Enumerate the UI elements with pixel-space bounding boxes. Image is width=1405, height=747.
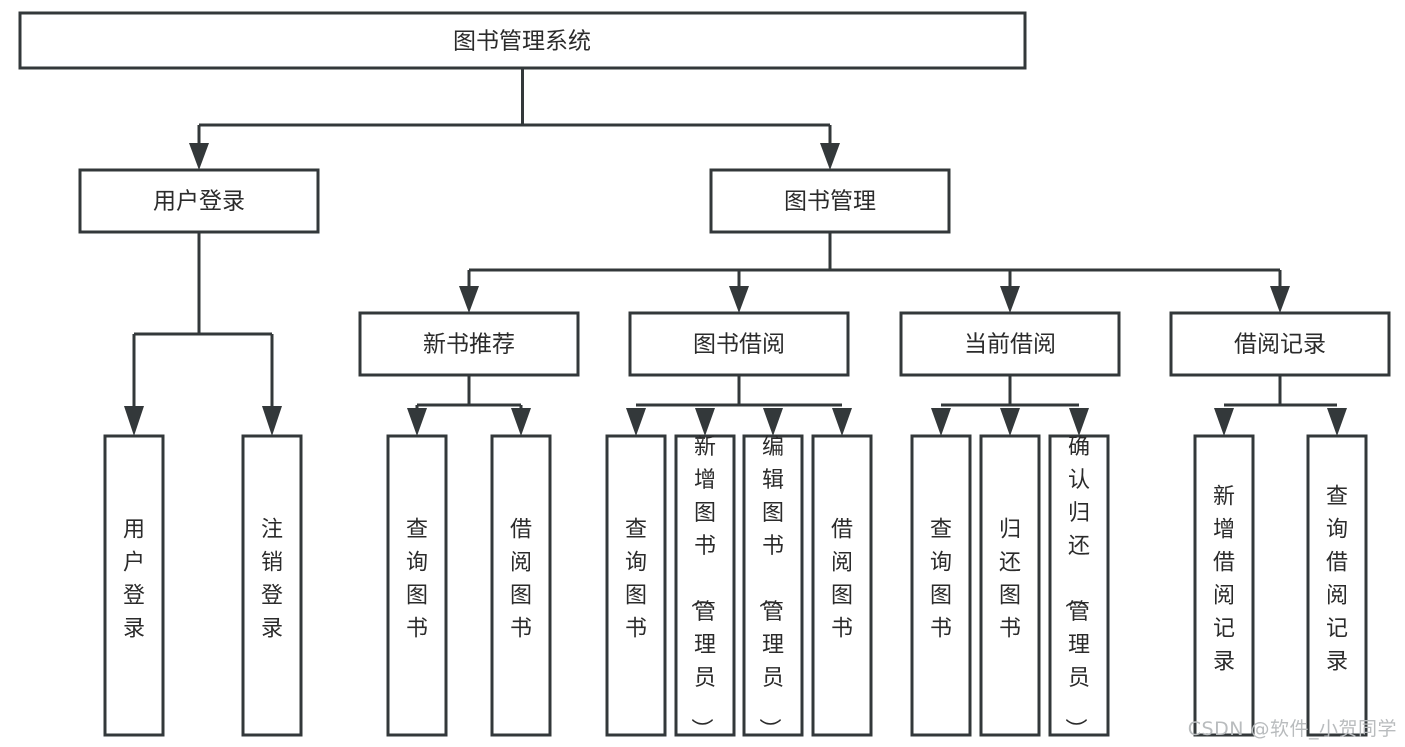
arrow-head-new-book-recommend xyxy=(459,286,479,313)
connector-group-root xyxy=(189,68,840,170)
arrow-head-leaf-query-book-1 xyxy=(407,408,427,436)
node-leaf-confirm-return-label: 确认归还（管理员） xyxy=(1062,435,1090,740)
node-leaf-add-record-label: 新增借阅记录 xyxy=(1213,485,1235,675)
node-leaf-return-book[interactable]: 归还图书 xyxy=(979,434,1041,737)
connector-group-borrow-record xyxy=(1214,375,1347,436)
node-root-box[interactable] xyxy=(18,11,1027,70)
arrow-head-book-borrow xyxy=(729,286,749,313)
arrow-head-leaf-user-login xyxy=(124,406,144,436)
connector-group-new-book-recommend xyxy=(407,375,531,436)
node-current-borrow-label: 当前借阅 xyxy=(964,332,1056,358)
node-leaf-edit-book[interactable]: 编辑图书（管理员） xyxy=(742,434,804,740)
node-leaf-borrow-book-2-label: 借阅图书 xyxy=(831,518,853,642)
node-leaf-add-record[interactable]: 新增借阅记录 xyxy=(1193,434,1255,737)
node-leaf-borrow-book-1-label: 借阅图书 xyxy=(510,518,532,642)
node-leaf-add-book-label: 新增图书（管理员） xyxy=(688,435,716,740)
node-leaf-query-book-3-label: 查询图书 xyxy=(930,518,952,642)
node-leaf-user-login-label: 用户登录 xyxy=(123,518,145,642)
node-new-book-recommend-box[interactable] xyxy=(358,311,580,377)
arrow-head-leaf-query-record xyxy=(1327,408,1347,436)
node-borrow-record[interactable]: 借阅记录 xyxy=(1169,311,1391,377)
node-leaf-borrow-book-2[interactable]: 借阅图书 xyxy=(811,434,873,737)
arrow-head-leaf-query-book-3 xyxy=(931,408,951,436)
node-new-book-recommend[interactable]: 新书推荐 xyxy=(358,311,580,377)
node-root[interactable]: 图书管理系统 xyxy=(18,11,1027,70)
node-leaf-return-book-box[interactable] xyxy=(979,434,1041,737)
arrow-head-user-login xyxy=(189,143,209,170)
node-leaf-borrow-book-1[interactable]: 借阅图书 xyxy=(490,434,552,737)
node-new-book-recommend-label: 新书推荐 xyxy=(423,332,515,358)
node-leaf-query-book-2[interactable]: 查询图书 xyxy=(605,434,667,737)
node-book-manage[interactable]: 图书管理 xyxy=(709,168,951,234)
arrow-head-book-manage xyxy=(820,143,840,170)
node-leaf-query-book-1-label: 查询图书 xyxy=(406,518,428,642)
connector-group-current-borrow xyxy=(931,375,1089,436)
arrow-head-leaf-edit-book xyxy=(763,408,783,436)
node-borrow-record-label: 借阅记录 xyxy=(1234,332,1326,358)
arrow-head-leaf-borrow-book-1 xyxy=(511,408,531,436)
node-book-manage-box[interactable] xyxy=(709,168,951,234)
node-borrow-record-box[interactable] xyxy=(1169,311,1391,377)
arrow-head-borrow-record xyxy=(1270,286,1290,313)
node-leaf-query-book-3-box[interactable] xyxy=(910,434,972,737)
node-current-borrow-box[interactable] xyxy=(899,311,1121,377)
node-leaf-borrow-book-1-box[interactable] xyxy=(490,434,552,737)
node-leaf-edit-book-box[interactable] xyxy=(742,434,804,737)
arrow-head-leaf-query-book-2 xyxy=(626,408,646,436)
arrow-head-leaf-borrow-book-2 xyxy=(832,408,852,436)
node-leaf-query-book-1[interactable]: 查询图书 xyxy=(386,434,448,737)
node-book-borrow-box[interactable] xyxy=(628,311,850,377)
node-leaf-query-book-3[interactable]: 查询图书 xyxy=(910,434,972,737)
arrow-head-leaf-return-book xyxy=(1000,408,1020,436)
node-leaf-query-record-box[interactable] xyxy=(1306,434,1368,737)
node-root-label: 图书管理系统 xyxy=(453,29,591,55)
arrow-head-leaf-logout-login xyxy=(262,406,282,436)
node-leaf-return-book-label: 归还图书 xyxy=(999,518,1021,642)
node-book-borrow-label: 图书借阅 xyxy=(693,332,785,358)
node-leaf-add-book[interactable]: 新增图书（管理员） xyxy=(674,434,736,740)
node-leaf-add-book-box[interactable] xyxy=(674,434,736,737)
connector-group-book-borrow xyxy=(626,375,852,436)
connector-group-user-login xyxy=(124,232,282,436)
node-book-borrow[interactable]: 图书借阅 xyxy=(628,311,850,377)
node-leaf-confirm-return[interactable]: 确认归还（管理员） xyxy=(1048,434,1110,740)
node-leaf-query-book-1-box[interactable] xyxy=(386,434,448,737)
arrow-head-leaf-add-book xyxy=(695,408,715,436)
node-leaf-user-login[interactable]: 用户登录 xyxy=(103,434,165,737)
node-leaf-user-login-box[interactable] xyxy=(103,434,165,737)
node-user-login[interactable]: 用户登录 xyxy=(78,168,320,234)
arrow-head-current-borrow xyxy=(1000,286,1020,313)
node-user-login-label: 用户登录 xyxy=(153,189,245,215)
node-leaf-logout-login-label: 注销登录 xyxy=(261,518,283,642)
node-leaf-borrow-book-2-box[interactable] xyxy=(811,434,873,737)
node-leaf-add-record-box[interactable] xyxy=(1193,434,1255,737)
node-book-manage-label: 图书管理 xyxy=(784,189,876,215)
connector-group-book-manage xyxy=(459,232,1290,313)
node-leaf-query-record-label: 查询借阅记录 xyxy=(1326,485,1348,675)
node-leaf-query-book-2-box[interactable] xyxy=(605,434,667,737)
node-leaf-query-book-2-label: 查询图书 xyxy=(625,518,647,642)
node-current-borrow[interactable]: 当前借阅 xyxy=(899,311,1121,377)
node-leaf-logout-login[interactable]: 注销登录 xyxy=(241,434,303,737)
arrow-head-leaf-add-record xyxy=(1214,408,1234,436)
node-user-login-box[interactable] xyxy=(78,168,320,234)
node-leaf-confirm-return-box[interactable] xyxy=(1048,434,1110,737)
node-leaf-query-record[interactable]: 查询借阅记录 xyxy=(1306,434,1368,737)
arrow-head-leaf-confirm-return xyxy=(1069,408,1089,436)
node-leaf-logout-login-box[interactable] xyxy=(241,434,303,737)
node-leaf-edit-book-label: 编辑图书（管理员） xyxy=(756,435,784,740)
